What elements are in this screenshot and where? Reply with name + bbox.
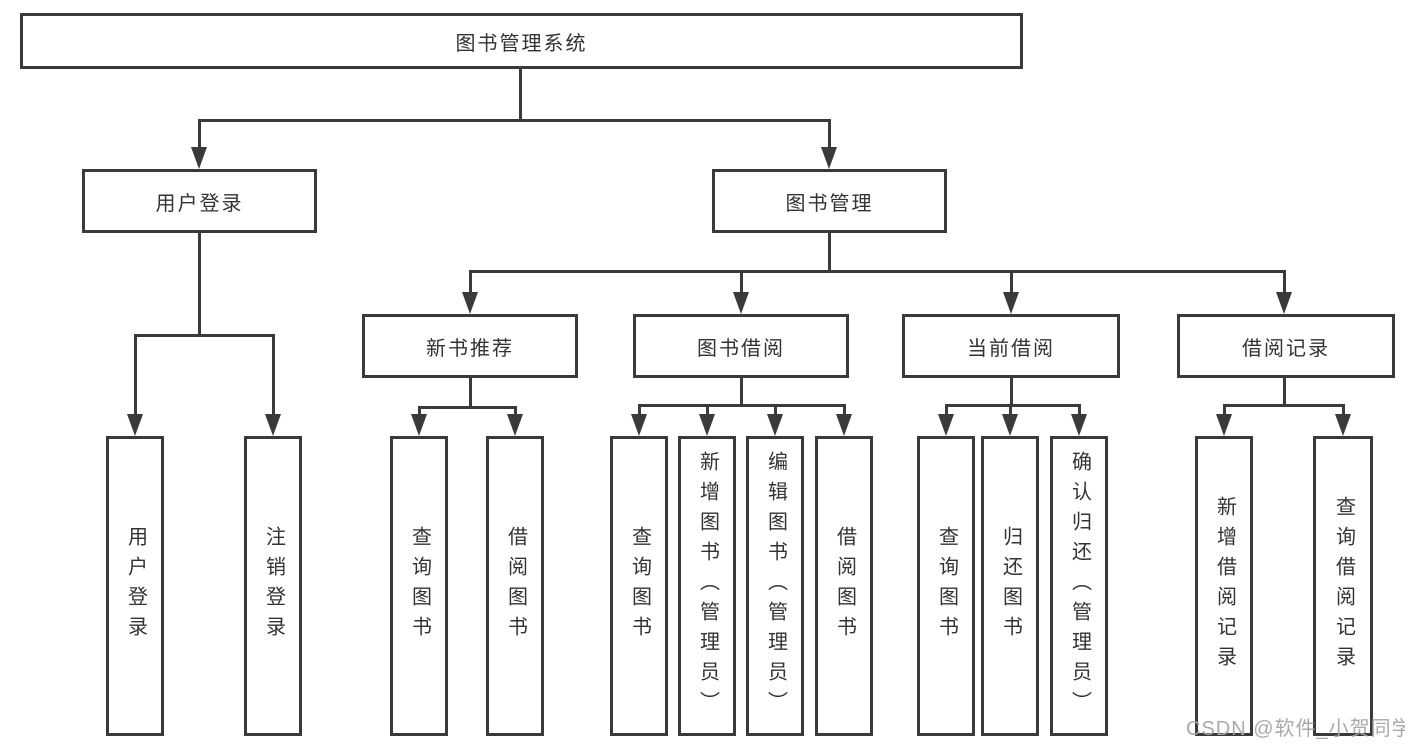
arrowhead-down-icon: [821, 147, 837, 169]
connector-line: [638, 404, 846, 407]
arrowhead-down-icon: [1071, 414, 1087, 436]
leaf-query-books-current-label: 查询图书: [935, 526, 958, 646]
arrowhead-down-icon: [507, 414, 523, 436]
arrowhead-down-icon: [1276, 292, 1292, 314]
connector-line: [418, 407, 421, 415]
leaf-query-books-borrowing-label: 查询图书: [628, 526, 651, 646]
leaf-user-login-label: 用户登录: [124, 526, 147, 646]
leaf-confirm-return-admin: 确认归还（管理员）: [1050, 436, 1108, 736]
connector-line: [945, 404, 1081, 407]
arrowhead-down-icon: [631, 414, 647, 436]
connector-line: [706, 405, 709, 415]
leaf-logout-label: 注销登录: [262, 526, 285, 646]
leaf-query-borrow-record: 查询借阅记录: [1313, 436, 1373, 736]
arrowhead-down-icon: [699, 414, 715, 436]
leaf-return-books: 归还图书: [981, 436, 1039, 736]
leaf-query-books-borrowing: 查询图书: [610, 436, 668, 736]
arrowhead-down-icon: [127, 414, 143, 436]
connector-line: [134, 334, 275, 337]
arrowhead-down-icon: [836, 414, 852, 436]
node-new-book-recommendation: 新书推荐: [362, 314, 578, 378]
connector-line: [198, 119, 831, 122]
leaf-borrow-books-borrowing: 借阅图书: [815, 436, 873, 736]
connector-line: [828, 233, 831, 271]
arrowhead-down-icon: [1216, 414, 1232, 436]
leaf-edit-book-admin: 编辑图书（管理员）: [746, 436, 804, 736]
leaf-return-books-label: 归还图书: [999, 526, 1022, 646]
node-book-management: 图书管理: [712, 169, 947, 233]
arrowhead-down-icon: [462, 292, 478, 314]
leaf-borrow-books-borrowing-label: 借阅图书: [833, 526, 856, 646]
connector-line: [514, 407, 517, 415]
connector-line: [740, 378, 743, 405]
leaf-add-book-admin-label: 新增图书（管理员）: [696, 451, 719, 721]
leaf-query-borrow-record-label: 查询借阅记录: [1332, 496, 1355, 676]
leaf-borrow-books-recommend-label: 借阅图书: [504, 526, 527, 646]
connector-line: [198, 120, 201, 149]
connector-line: [1342, 405, 1345, 415]
node-user-login: 用户登录: [82, 169, 317, 233]
leaf-user-login: 用户登录: [106, 436, 164, 736]
node-library-management-system: 图书管理系统: [20, 13, 1023, 69]
connector-line: [945, 405, 948, 415]
connector-line: [469, 270, 1286, 273]
connector-line: [272, 335, 275, 415]
connector-line: [469, 271, 472, 293]
connector-line: [1283, 271, 1286, 293]
connector-line: [469, 378, 472, 407]
arrowhead-down-icon: [938, 414, 954, 436]
connector-line: [519, 69, 522, 120]
arrowhead-down-icon: [265, 414, 281, 436]
connector-line: [740, 271, 743, 293]
connector-line: [198, 233, 201, 335]
node-book-borrowing: 图书借阅: [633, 314, 849, 378]
arrowhead-down-icon: [1003, 292, 1019, 314]
connector-line: [1010, 378, 1013, 405]
leaf-query-books-recommend: 查询图书: [390, 436, 448, 736]
leaf-logout: 注销登录: [244, 436, 302, 736]
arrowhead-down-icon: [1002, 414, 1018, 436]
connector-line: [1078, 405, 1081, 415]
arrowhead-down-icon: [191, 147, 207, 169]
connector-line: [1010, 271, 1013, 293]
connector-line: [418, 406, 517, 409]
connector-line: [774, 405, 777, 415]
leaf-query-books-recommend-label: 查询图书: [408, 526, 431, 646]
leaf-add-book-admin: 新增图书（管理员）: [678, 436, 736, 736]
csdn-watermark: CSDN @软件_小贺同学: [1186, 718, 1405, 740]
connector-line: [843, 405, 846, 415]
connector-line: [828, 120, 831, 149]
leaf-add-borrow-record: 新增借阅记录: [1195, 436, 1253, 736]
arrowhead-down-icon: [733, 292, 749, 314]
connector-line: [1009, 405, 1012, 415]
node-borrowing-records: 借阅记录: [1177, 314, 1395, 378]
leaf-confirm-return-admin-label: 确认归还（管理员）: [1068, 451, 1091, 721]
leaf-borrow-books-recommend: 借阅图书: [486, 436, 544, 736]
arrowhead-down-icon: [1335, 414, 1351, 436]
connector-line: [1223, 404, 1345, 407]
connector-line: [1223, 405, 1226, 415]
connector-line: [1283, 378, 1286, 405]
node-current-borrowing: 当前借阅: [902, 314, 1120, 378]
leaf-add-borrow-record-label: 新增借阅记录: [1213, 496, 1236, 676]
connector-line: [638, 405, 641, 415]
leaf-edit-book-admin-label: 编辑图书（管理员）: [764, 451, 787, 721]
arrowhead-down-icon: [411, 414, 427, 436]
arrowhead-down-icon: [767, 414, 783, 436]
connector-line: [134, 335, 137, 415]
leaf-query-books-current: 查询图书: [917, 436, 975, 736]
